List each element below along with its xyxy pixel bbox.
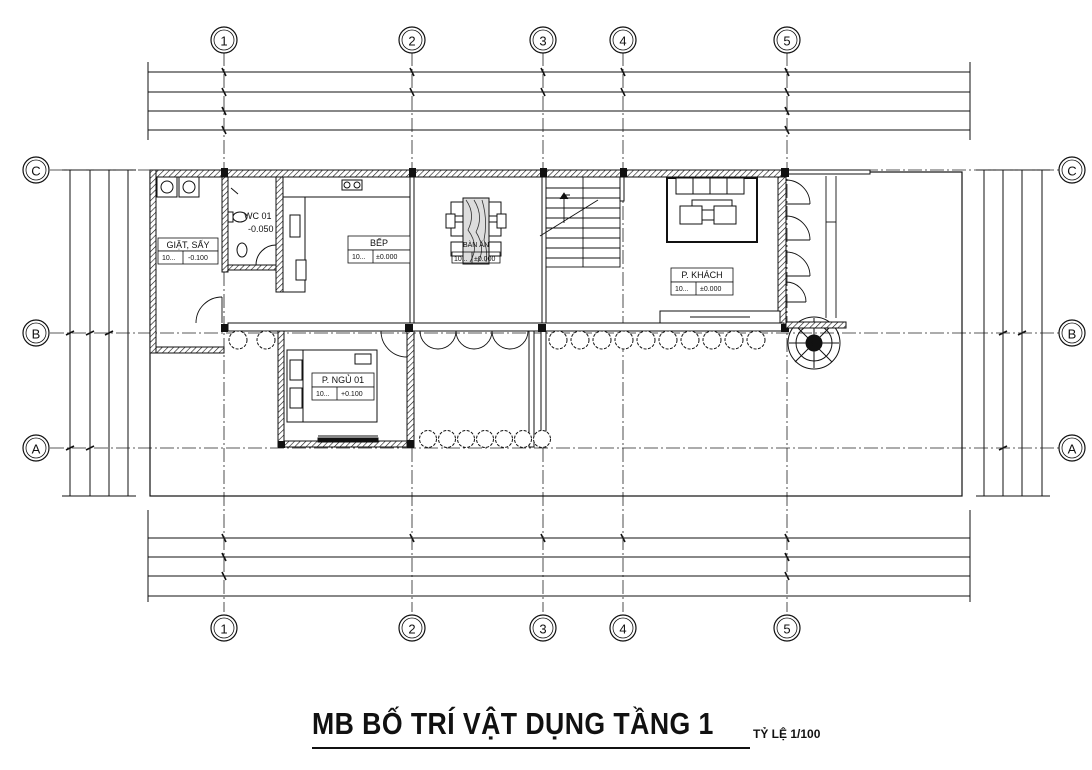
wc-fixtures bbox=[227, 187, 277, 266]
staircase bbox=[539, 176, 621, 268]
shrub bbox=[228, 330, 248, 350]
grid-bubble-label: 5 bbox=[783, 622, 790, 637]
grid-bubble-top-2: 2 bbox=[398, 26, 426, 54]
grid-bubble-label: 5 bbox=[783, 34, 790, 49]
grid-bubble-label: 3 bbox=[539, 34, 546, 49]
kitchen-counters bbox=[282, 179, 363, 293]
room-label-kitchen: BẾP 10... ±0.000 bbox=[347, 235, 411, 264]
room-level: ±0.000 bbox=[376, 254, 397, 261]
grid-bubble-bottom-2: 2 bbox=[398, 614, 426, 642]
shrub bbox=[724, 330, 744, 350]
shrub bbox=[533, 430, 551, 448]
drawing-scale: TỶ LỆ 1/100 bbox=[753, 727, 821, 741]
grid-bubble-label: C bbox=[1067, 164, 1076, 179]
sofa-set bbox=[659, 177, 781, 324]
drawing-title: MB BỐ TRÍ VẬT DỤNG TẦNG 1 bbox=[312, 706, 714, 741]
shrub bbox=[514, 430, 532, 448]
room-area: 10... bbox=[675, 286, 689, 293]
shrub bbox=[256, 330, 276, 350]
grid-bubble-label: A bbox=[1068, 442, 1077, 457]
room-name: WC 01 bbox=[244, 211, 272, 221]
grid-bubble-label: 4 bbox=[619, 34, 626, 49]
room-level: ±0.000 bbox=[474, 256, 495, 263]
grid-bubble-bottom-3: 3 bbox=[529, 614, 557, 642]
room-area: 10... bbox=[162, 255, 176, 262]
room-label-laundry: GIẶT, SẤY 10... -0.100 bbox=[157, 237, 219, 265]
shrub bbox=[592, 330, 612, 350]
grid-bubble-right-A: A bbox=[1058, 434, 1086, 462]
room-name: P. NGỦ 01 bbox=[322, 374, 364, 385]
shrub bbox=[614, 330, 634, 350]
room-name: P. KHÁCH bbox=[681, 270, 722, 280]
grid-bubble-right-C: C bbox=[1058, 156, 1086, 184]
grid-bubble-bottom-4: 4 bbox=[609, 614, 637, 642]
grid-bubble-label: 1 bbox=[220, 622, 227, 637]
grid-bubble-top-1: 1 bbox=[210, 26, 238, 54]
structural-columns bbox=[221, 168, 789, 448]
room-level: -0.050 bbox=[248, 224, 274, 234]
room-label-dining: BÀN ĂN 10... ±0.000 bbox=[451, 240, 501, 264]
shrubs bbox=[228, 330, 766, 448]
shrub bbox=[680, 330, 700, 350]
room-area: 10... bbox=[316, 391, 330, 398]
grid-bubble-top-4: 4 bbox=[609, 26, 637, 54]
grid-bubble-label: 3 bbox=[539, 622, 546, 637]
grid-bubble-label: B bbox=[32, 327, 41, 342]
shrub bbox=[548, 330, 568, 350]
doors bbox=[195, 176, 837, 358]
room-level: -0.100 bbox=[188, 255, 208, 262]
shrub bbox=[702, 330, 722, 350]
grid-bubble-left-A: A bbox=[22, 434, 50, 462]
grid-bubble-left-B: B bbox=[22, 319, 50, 347]
room-name: BẾP bbox=[370, 238, 388, 248]
room-area: 10... bbox=[454, 256, 468, 263]
grid-axis-lines bbox=[50, 52, 1060, 612]
shrub bbox=[476, 430, 494, 448]
room-level: ±0.000 bbox=[700, 286, 721, 293]
grid-bubble-label: 4 bbox=[619, 622, 626, 637]
room-area: 10... bbox=[352, 254, 366, 261]
grid-bubble-label: 2 bbox=[408, 34, 415, 49]
grid-bubble-top-3: 3 bbox=[529, 26, 557, 54]
dining-table bbox=[445, 197, 507, 265]
grid-bubble-bottom-5: 5 bbox=[773, 614, 801, 642]
grid-bubble-label: 1 bbox=[220, 34, 227, 49]
tree bbox=[785, 316, 847, 370]
shrub-row-rear bbox=[228, 330, 766, 448]
washer-dryer bbox=[156, 176, 200, 198]
grid-bubble-label: 2 bbox=[408, 622, 415, 637]
room-label-wc: WC 01 -0.050 bbox=[244, 211, 274, 234]
shrub bbox=[746, 330, 766, 350]
grid-bubble-top-5: 5 bbox=[773, 26, 801, 54]
room-level: +0.100 bbox=[341, 391, 363, 398]
room-name: GIẶT, SẤY bbox=[166, 240, 209, 250]
room-name: BÀN ĂN bbox=[463, 240, 489, 249]
grid-bubble-label: C bbox=[31, 164, 40, 179]
shrub bbox=[495, 430, 513, 448]
shrub bbox=[457, 430, 475, 448]
shrub bbox=[570, 330, 590, 350]
grid-bubble-label: A bbox=[32, 442, 41, 457]
grid-bubble-left-C: C bbox=[22, 156, 50, 184]
grid-bubble-label: B bbox=[1068, 327, 1077, 342]
shrub bbox=[658, 330, 678, 350]
room-label-bedroom: P. NGỦ 01 10... +0.100 bbox=[311, 372, 375, 401]
title-underline bbox=[312, 747, 750, 749]
grid-bubble-right-B: B bbox=[1058, 319, 1086, 347]
shrub bbox=[636, 330, 656, 350]
room-label-living: P. KHÁCH 10... ±0.000 bbox=[670, 267, 734, 296]
grid-bubble-bottom-1: 1 bbox=[210, 614, 238, 642]
shrub bbox=[419, 430, 437, 448]
shrub bbox=[438, 430, 456, 448]
